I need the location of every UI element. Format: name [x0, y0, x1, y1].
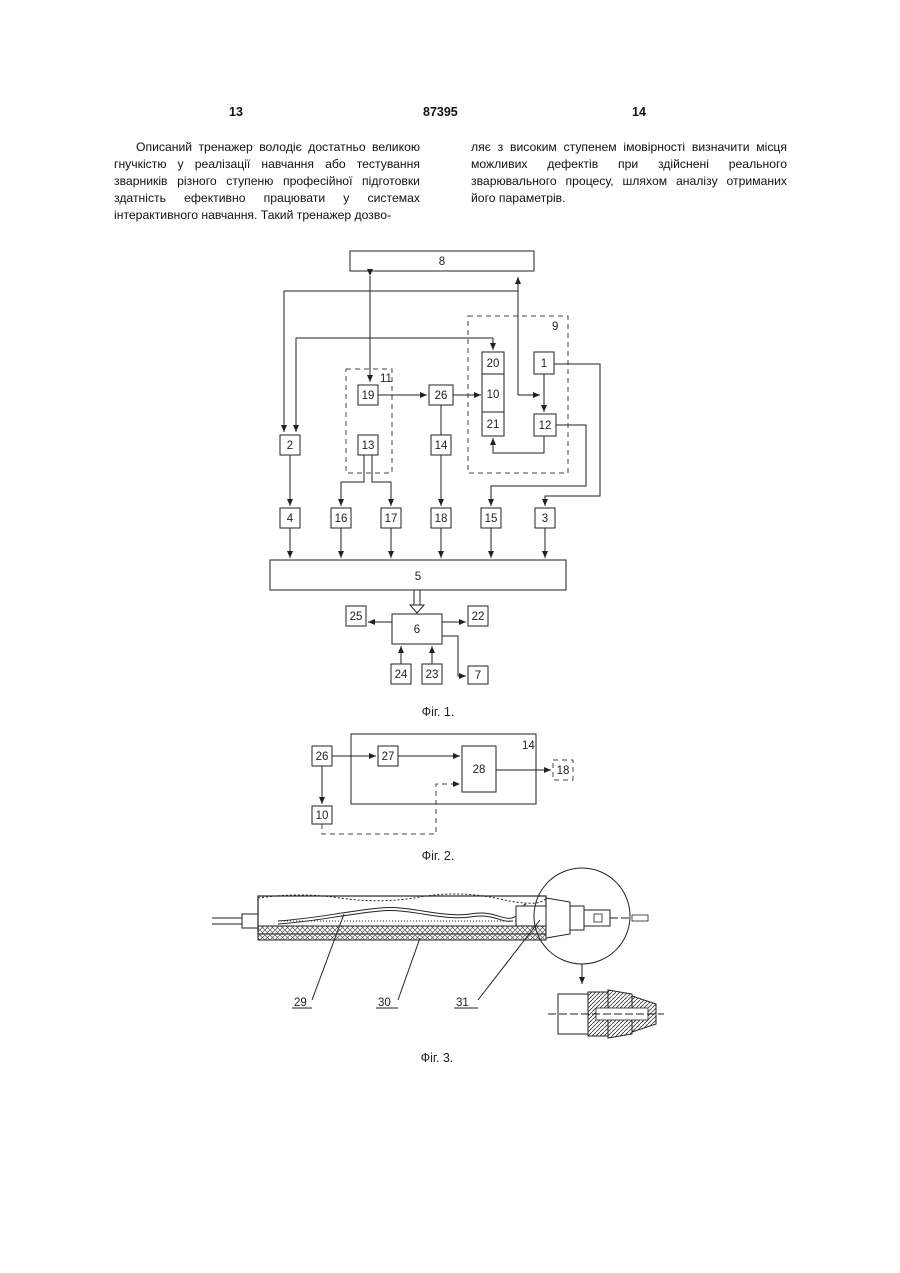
figure-2-block-diagram: 14 26 27 28 18 10 Фіг. 2. — [312, 734, 573, 863]
fig2-block-10-label: 10 — [316, 810, 329, 822]
figure-1-block-diagram: 11 9 8 19 13 26 14 20 10 21 1 12 2 4 — [270, 251, 600, 719]
block-1-label: 1 — [541, 358, 547, 370]
block-12-label: 12 — [539, 420, 552, 432]
figure-1-caption: Фіг. 1. — [422, 705, 455, 719]
figure-3-torch-drawing: 29 30 31 Фіг. 3. — [212, 868, 664, 1065]
nozzle-detail-view — [548, 990, 664, 1038]
block-22-label: 22 — [472, 611, 485, 623]
torch-insulation — [258, 926, 546, 940]
block-9-label: 9 — [552, 321, 558, 333]
figure-3-caption: Фіг. 3. — [421, 1051, 454, 1065]
block-8-label: 8 — [439, 256, 445, 268]
block-5-label: 5 — [415, 571, 421, 583]
fig2-block-14-label: 14 — [522, 740, 535, 752]
block-26-label: 26 — [435, 390, 448, 402]
block-4-label: 4 — [287, 513, 294, 525]
block-25-label: 25 — [350, 611, 363, 623]
label-30: 30 — [378, 997, 391, 1009]
block-28-label: 28 — [473, 764, 486, 776]
block-27-label: 27 — [382, 751, 395, 763]
fig2-block-18-label: 18 — [557, 765, 570, 777]
block-20-label: 20 — [487, 358, 500, 370]
block-7-label: 7 — [475, 670, 481, 682]
figure-2-caption: Фіг. 2. — [422, 849, 455, 863]
block-21-label: 21 — [487, 419, 500, 431]
block-17-label: 17 — [385, 513, 398, 525]
block-11-label: 11 — [380, 373, 392, 385]
block-19-label: 19 — [362, 390, 375, 402]
block-23-label: 23 — [426, 669, 439, 681]
block-14-frame — [351, 734, 536, 804]
block-13-label: 13 — [362, 440, 375, 452]
block-2-label: 2 — [287, 440, 293, 452]
block-3-label: 3 — [542, 513, 548, 525]
block-6-label: 6 — [414, 624, 420, 636]
block-15-label: 15 — [485, 513, 498, 525]
fig2-block-26-label: 26 — [316, 751, 329, 763]
block-18-label: 18 — [435, 513, 448, 525]
block-16-label: 16 — [335, 513, 348, 525]
block-24-label: 24 — [395, 669, 408, 681]
label-31: 31 — [456, 997, 469, 1009]
block-14-label: 14 — [435, 440, 448, 452]
label-29: 29 — [294, 997, 307, 1009]
block-10-label: 10 — [487, 389, 500, 401]
